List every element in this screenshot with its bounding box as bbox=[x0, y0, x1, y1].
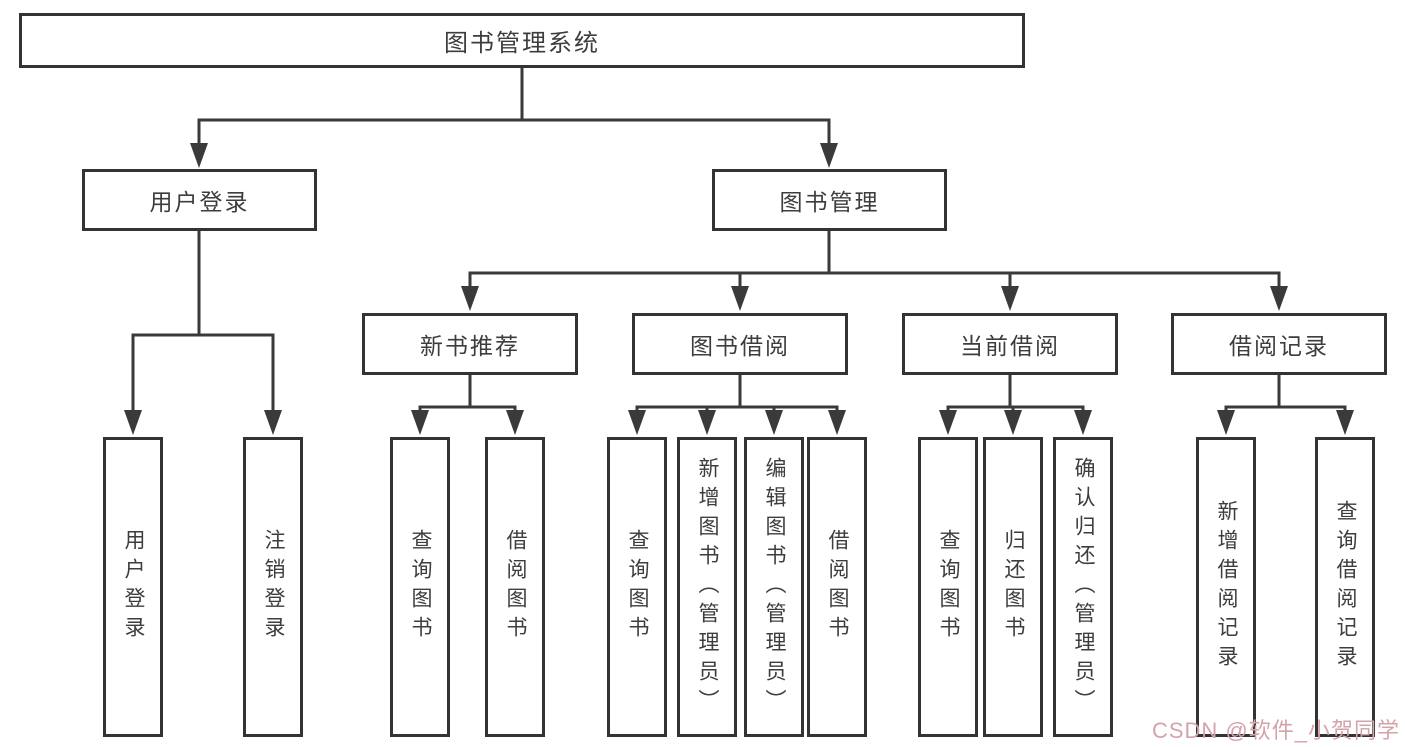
arrow-icon bbox=[939, 410, 957, 435]
arrow-icon bbox=[698, 410, 716, 435]
arrow-icon bbox=[828, 410, 846, 435]
leaf-query-book-borrow: 查询图书 bbox=[607, 437, 667, 737]
edge-userlogin-to-leaves bbox=[131, 231, 275, 414]
leaf-user-login: 用户登录 bbox=[103, 437, 163, 737]
csdn-watermark: CSDN @软件_小贺同学 bbox=[1151, 718, 1400, 743]
arrow-icon bbox=[820, 143, 838, 168]
arrow-icon bbox=[765, 410, 783, 435]
node-borrow-records: 借阅记录 bbox=[1171, 313, 1387, 375]
leaf-confirm-return-admin: 确认归还（管理员） bbox=[1053, 437, 1113, 737]
leaf-return-book: 归还图书 bbox=[983, 437, 1043, 737]
arrow-icon bbox=[731, 286, 749, 311]
arrow-icon bbox=[1217, 410, 1235, 435]
arrow-icon bbox=[411, 410, 429, 435]
node-book-borrow: 图书借阅 bbox=[632, 313, 848, 375]
node-new-book-recommend: 新书推荐 bbox=[362, 313, 578, 375]
leaf-logout: 注销登录 bbox=[243, 437, 303, 737]
node-root-system: 图书管理系统 bbox=[19, 13, 1025, 68]
node-current-borrow: 当前借阅 bbox=[902, 313, 1118, 375]
leaf-borrow-book: 借阅图书 bbox=[807, 437, 867, 737]
leaf-add-borrow-record: 新增借阅记录 bbox=[1196, 437, 1256, 737]
leaf-add-book-admin: 新增图书（管理员） bbox=[677, 437, 737, 737]
edge-borrowrecords-to-leaves bbox=[1224, 375, 1347, 414]
arrow-icon bbox=[1001, 286, 1019, 311]
leaf-query-book-recommend: 查询图书 bbox=[390, 437, 450, 737]
arrow-icon bbox=[1336, 410, 1354, 435]
arrowheads bbox=[124, 143, 1354, 435]
arrow-icon bbox=[1270, 286, 1288, 311]
node-book-management: 图书管理 bbox=[712, 169, 947, 231]
leaf-query-book-current: 查询图书 bbox=[918, 437, 978, 737]
edge-bookborrow-to-leaves bbox=[635, 375, 839, 414]
arrow-icon bbox=[506, 410, 524, 435]
leaf-edit-book-admin: 编辑图书（管理员） bbox=[744, 437, 804, 737]
arrow-icon bbox=[264, 410, 282, 435]
arrow-icon bbox=[190, 143, 208, 168]
arrow-icon bbox=[1004, 410, 1022, 435]
edge-newbookrec-to-leaves bbox=[418, 375, 517, 414]
node-user-login: 用户登录 bbox=[82, 169, 317, 231]
arrow-icon bbox=[628, 410, 646, 435]
edge-bookmgmt-to-level3 bbox=[468, 231, 1281, 290]
leaf-borrow-book-recommend: 借阅图书 bbox=[485, 437, 545, 737]
arrow-icon bbox=[124, 410, 142, 435]
arrow-icon bbox=[461, 286, 479, 311]
leaf-query-borrow-record: 查询借阅记录 bbox=[1315, 437, 1375, 737]
edge-root-to-level2 bbox=[197, 68, 831, 146]
edge-currentborrow-to-leaves bbox=[946, 375, 1085, 414]
arrow-icon bbox=[1074, 410, 1092, 435]
